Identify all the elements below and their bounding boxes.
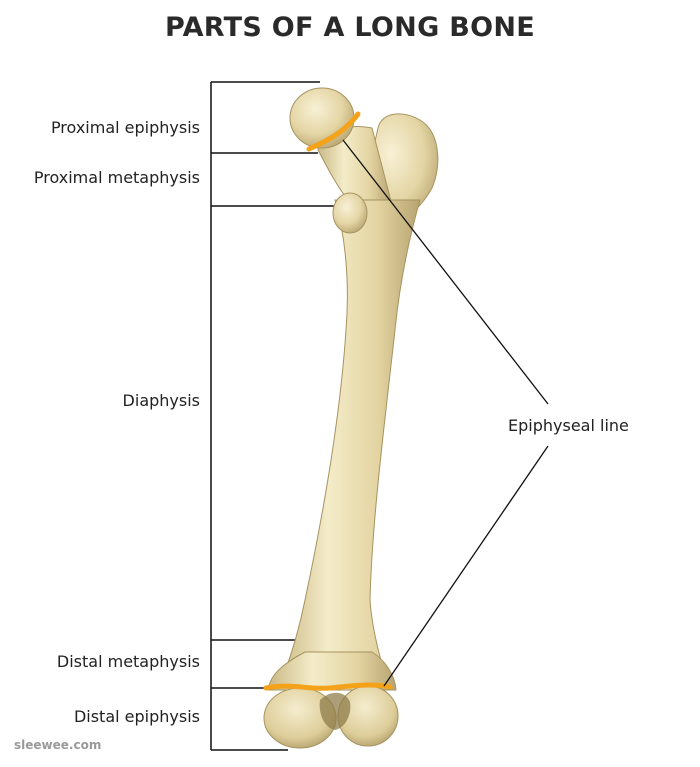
label-epiphyseal-line: Epiphyseal line <box>508 416 629 435</box>
epiphyseal-lines <box>263 111 393 691</box>
proximal-epiphyseal-line <box>306 111 361 152</box>
label-proximal-metaphysis: Proximal metaphysis <box>33 168 200 187</box>
label-distal-metaphysis: Distal metaphysis <box>56 652 200 671</box>
leader-proximal <box>342 139 549 405</box>
label-proximal-epiphysis: Proximal epiphysis <box>50 118 200 137</box>
watermark: sleewee.com <box>14 738 102 752</box>
label-distal-epiphysis: Distal epiphysis <box>73 707 200 726</box>
lesser-trochanter <box>332 192 368 234</box>
femoral-shaft <box>277 199 421 691</box>
leader-distal <box>383 445 549 687</box>
distal-epiphyseal-line <box>263 682 393 691</box>
region-brackets <box>210 81 336 751</box>
femoral-head <box>289 87 355 149</box>
label-diaphysis: Diaphysis <box>122 391 200 410</box>
intercondylar-notch <box>319 692 351 730</box>
epiphyseal-leader-lines <box>342 139 549 687</box>
distal-flare <box>267 651 397 691</box>
diagram-title: PARTS OF A LONG BONE <box>164 12 536 43</box>
femur-bone <box>263 87 439 749</box>
